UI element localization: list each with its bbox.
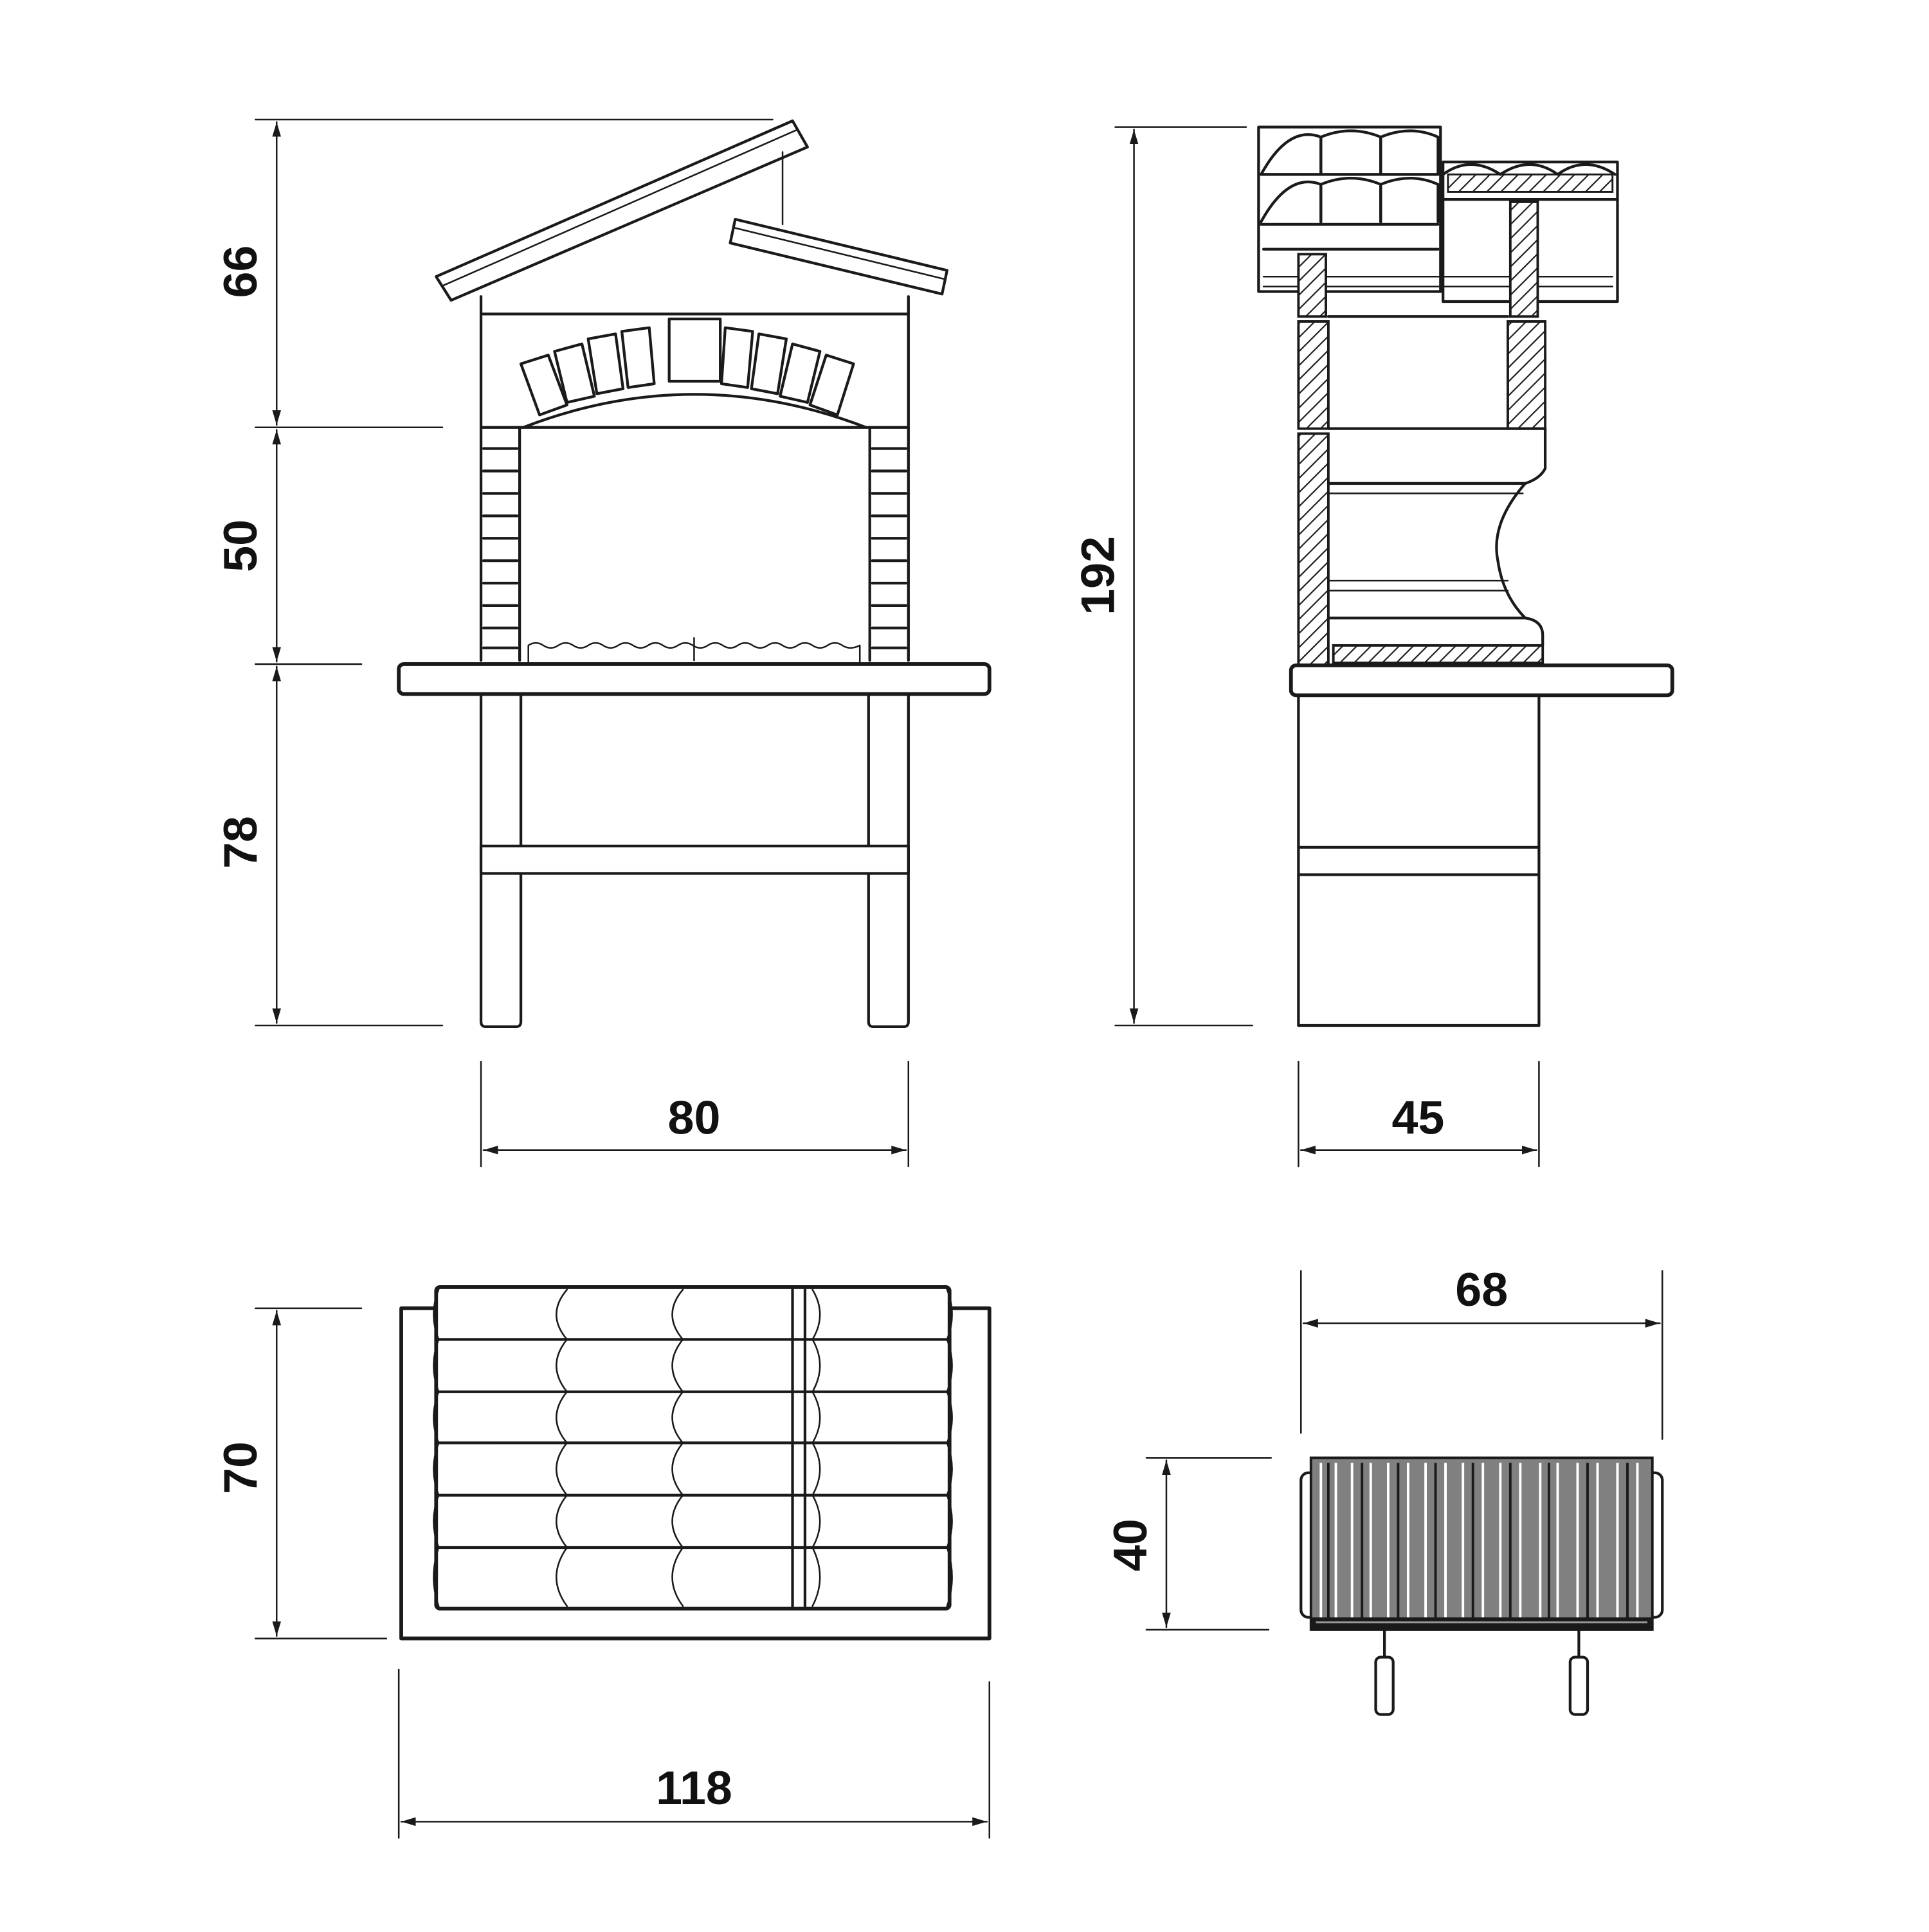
grill-grate <box>1300 1456 1664 1631</box>
dim-base-height: 78 <box>213 816 267 869</box>
grill-view: 68 40 <box>1103 1263 1664 1716</box>
grill-handles <box>1374 1628 1589 1716</box>
side-base <box>1297 694 1541 1027</box>
top-view: 70 118 <box>213 1285 992 1839</box>
tile-arcs <box>433 1288 953 1607</box>
dim-top-depth: 70 <box>213 1441 267 1494</box>
top-depth-dimension: 70 <box>213 1307 388 1639</box>
grill-width-dimension: 68 <box>1300 1263 1663 1440</box>
front-width-dimension: 80 <box>480 1060 910 1168</box>
base-legs <box>479 692 910 1029</box>
dim-grill-depth: 40 <box>1103 1519 1157 1571</box>
dim-side-depth: 45 <box>1391 1091 1444 1144</box>
side-depth-dimension: 45 <box>1298 1060 1540 1168</box>
counter-top <box>397 662 992 696</box>
roof <box>435 119 948 302</box>
side-section-walls <box>1297 201 1547 667</box>
top-width-dimension: 118 <box>397 1668 991 1839</box>
roof-tile-plan <box>434 1285 952 1611</box>
front-height-dimensions: 66 50 78 <box>213 118 774 1027</box>
grill-depth-dimension: 40 <box>1103 1457 1272 1631</box>
side-height-dimension: 192 <box>1071 126 1253 1027</box>
dim-roof-height: 66 <box>213 246 267 298</box>
dim-front-width: 80 <box>668 1091 721 1144</box>
side-counter-top <box>1289 663 1674 698</box>
dim-total-height: 192 <box>1071 536 1125 615</box>
dim-firebox-height: 50 <box>213 519 267 572</box>
chimney-hood <box>479 295 910 662</box>
front-view: 66 50 78 <box>213 118 992 1168</box>
side-view: 192 <box>1071 125 1674 1168</box>
firebox-walls <box>482 426 908 663</box>
dim-top-width: 118 <box>656 1761 732 1814</box>
dim-grill-width: 68 <box>1455 1263 1508 1316</box>
